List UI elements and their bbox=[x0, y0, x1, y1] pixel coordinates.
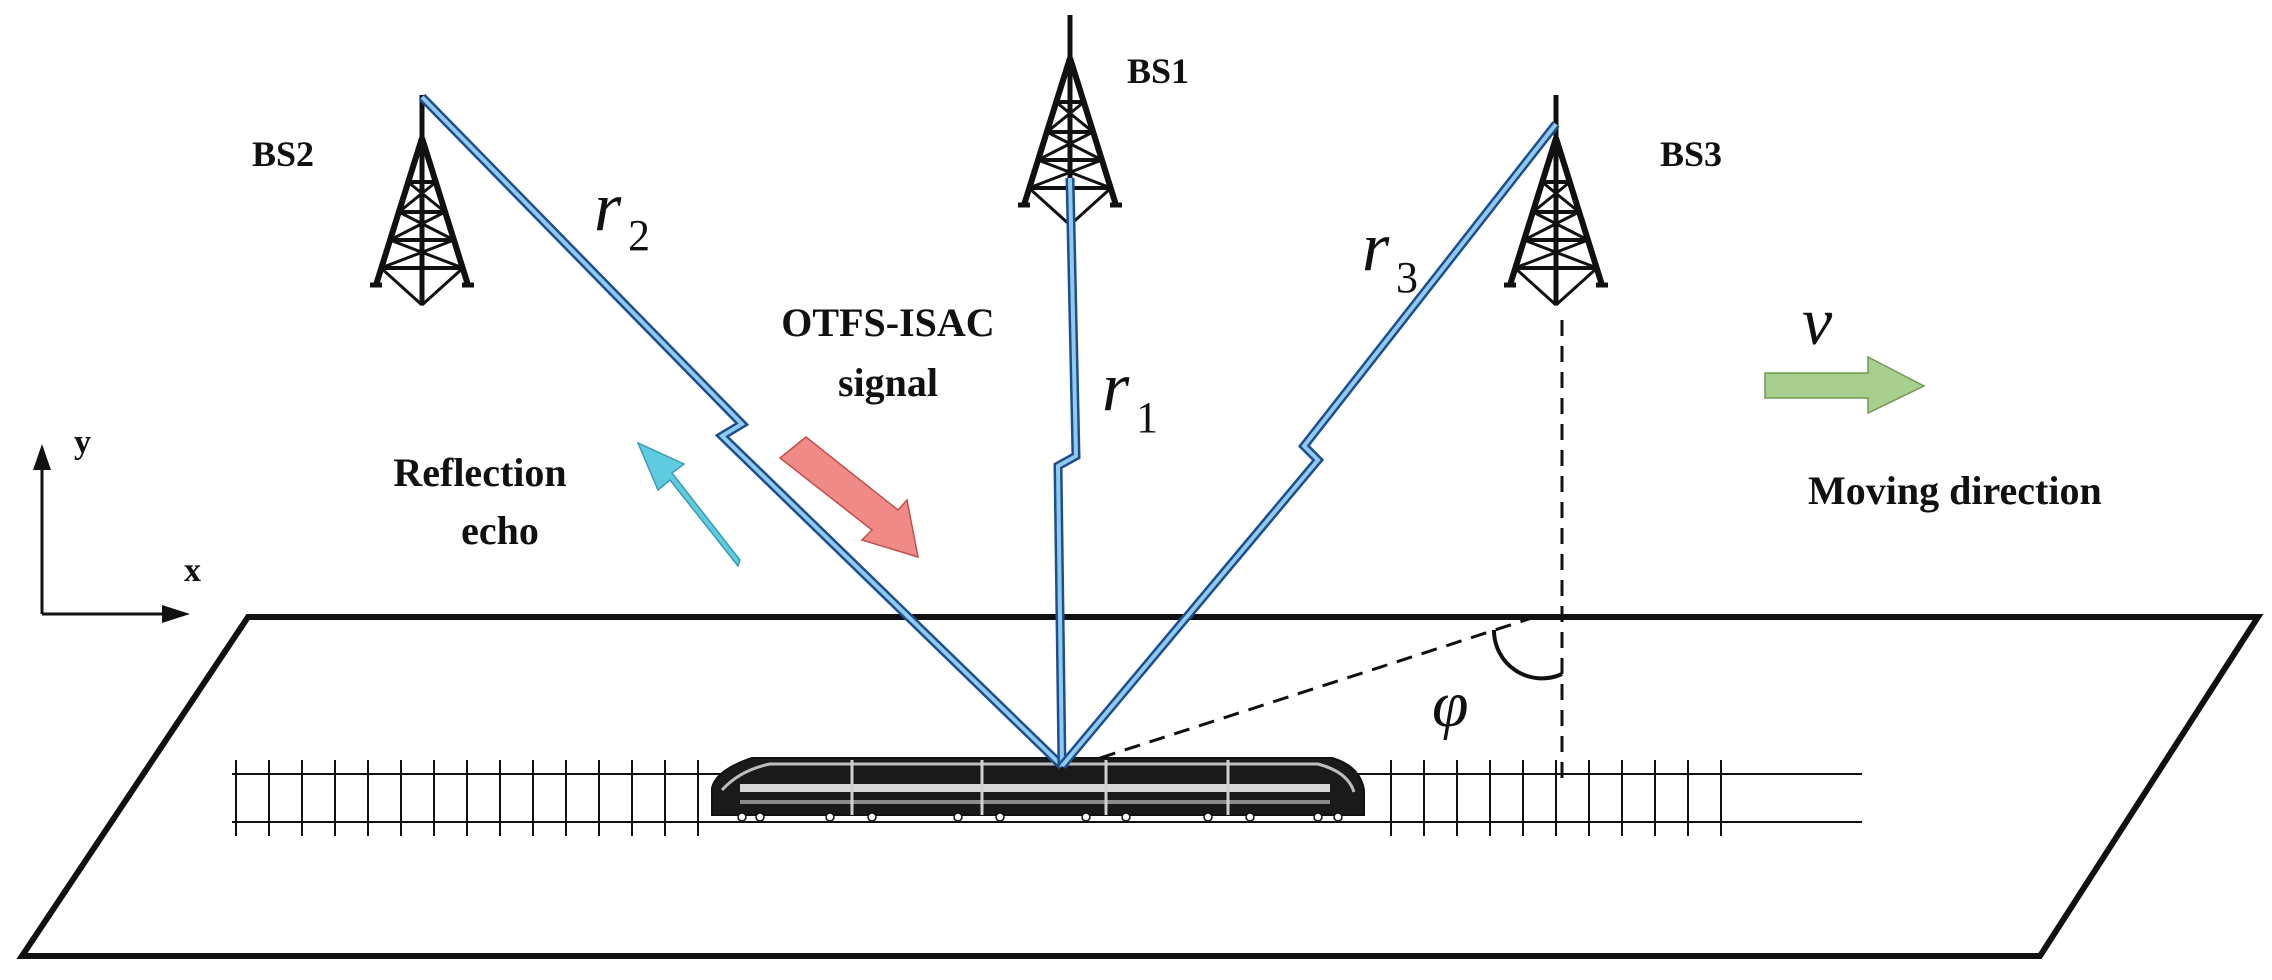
echo-arrow bbox=[636, 441, 741, 568]
link-r3-label: r 3 bbox=[1362, 209, 1418, 302]
bs2-label: BS2 bbox=[252, 134, 314, 174]
echo-label-line2: echo bbox=[461, 508, 539, 553]
svg-text:2: 2 bbox=[628, 211, 650, 260]
bs1-label: BS1 bbox=[1127, 51, 1189, 91]
svg-text:3: 3 bbox=[1396, 253, 1418, 302]
ground-plane bbox=[16, 614, 2264, 959]
echo-label-line1: Reflection bbox=[393, 450, 566, 495]
signal-arrow bbox=[778, 436, 919, 559]
svg-text:1: 1 bbox=[1136, 393, 1158, 442]
signal-label-line1: OTFS-ISAC bbox=[781, 300, 994, 345]
link-r1 bbox=[1053, 177, 1081, 767]
link-r2 bbox=[418, 93, 1066, 770]
axis-y-label: y bbox=[74, 424, 91, 461]
svg-text:r: r bbox=[1102, 349, 1130, 426]
svg-text:r: r bbox=[594, 169, 622, 246]
bs3-label: BS3 bbox=[1660, 134, 1722, 174]
axis-indicator: y x bbox=[33, 424, 201, 623]
link-r3 bbox=[1058, 121, 1560, 769]
moving-direction-label: Moving direction bbox=[1808, 468, 2102, 513]
velocity-symbol: v bbox=[1802, 283, 1833, 359]
svg-text:r: r bbox=[1362, 209, 1390, 286]
velocity-arrow bbox=[1764, 355, 1926, 415]
signal-label-line2: signal bbox=[838, 360, 938, 405]
angle-symbol: φ bbox=[1432, 668, 1469, 741]
link-r1-label: r 1 bbox=[1102, 349, 1158, 442]
link-r2-label: r 2 bbox=[594, 169, 650, 260]
railway-track bbox=[232, 760, 1862, 836]
angle-arc bbox=[1491, 629, 1563, 681]
train bbox=[711, 757, 1365, 822]
axis-x-label: x bbox=[184, 552, 201, 589]
tower-icon-bs2 bbox=[370, 95, 474, 305]
